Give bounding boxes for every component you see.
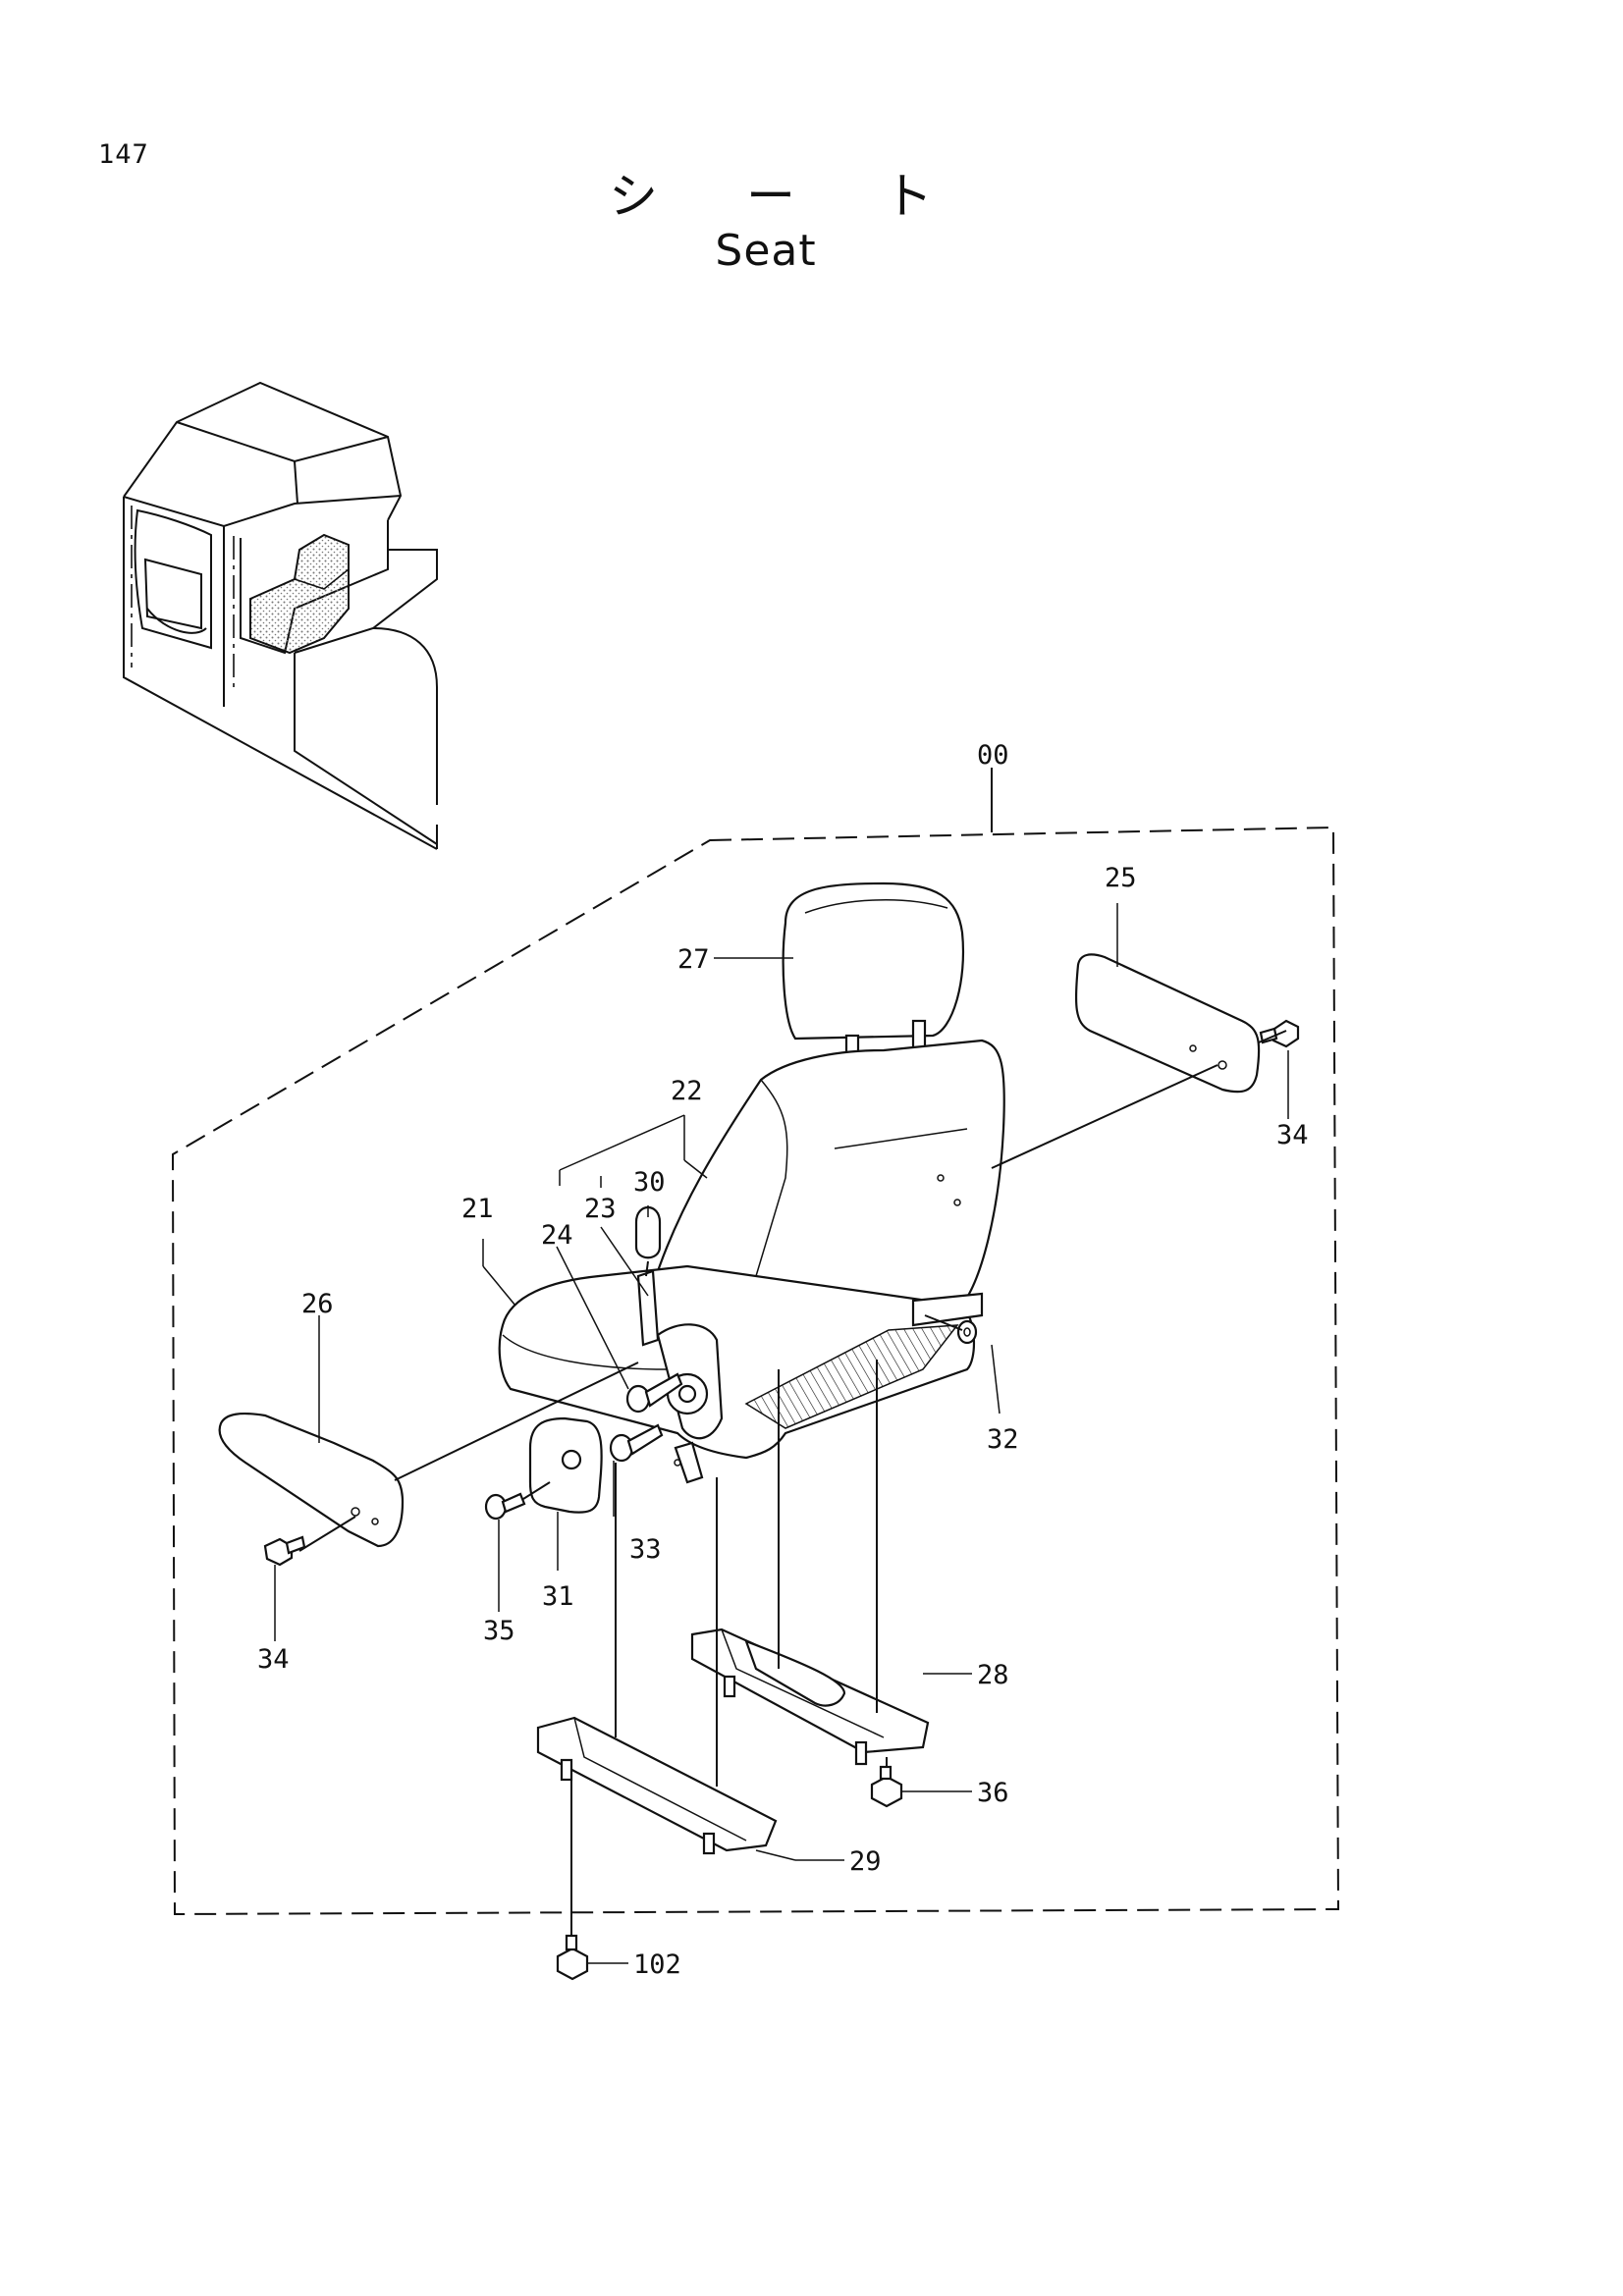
alignment-lines bbox=[298, 1030, 1287, 1936]
label-34-left: 34 bbox=[257, 1644, 290, 1675]
title-japanese: シ ー ト bbox=[550, 157, 982, 226]
recline-mechanism bbox=[634, 1205, 724, 1484]
washer-32 bbox=[956, 1319, 978, 1345]
label-102: 102 bbox=[633, 1949, 681, 1980]
label-22: 22 bbox=[671, 1076, 703, 1106]
seat-cushion bbox=[498, 1264, 984, 1460]
label-27: 27 bbox=[677, 944, 710, 975]
label-28: 28 bbox=[977, 1660, 1009, 1690]
cover-31 bbox=[528, 1416, 603, 1514]
title-jp-char-2: ー bbox=[746, 168, 795, 225]
label-25: 25 bbox=[1105, 863, 1137, 893]
label-36: 36 bbox=[977, 1778, 1009, 1808]
seat-back bbox=[646, 1039, 1005, 1312]
bolt-34-right bbox=[1259, 1019, 1300, 1048]
part-number-labels: 00 27 25 34 22 30 23 24 21 26 32 33 31 3… bbox=[257, 740, 1309, 1980]
nut-102 bbox=[556, 1934, 589, 1981]
bolt-33 bbox=[609, 1423, 664, 1463]
label-32: 32 bbox=[987, 1424, 1019, 1455]
label-23: 23 bbox=[584, 1194, 617, 1224]
title-english: Seat bbox=[715, 226, 817, 276]
bolt-24 bbox=[625, 1372, 683, 1414]
bolt-34-left bbox=[263, 1535, 306, 1567]
label-30: 30 bbox=[633, 1167, 666, 1198]
rail-right bbox=[690, 1628, 930, 1766]
title-jp-char-3: ト bbox=[884, 168, 933, 225]
label-35: 35 bbox=[483, 1616, 515, 1646]
armrest-right bbox=[1074, 953, 1261, 1094]
label-29: 29 bbox=[849, 1846, 882, 1877]
cab-seat-icon bbox=[249, 533, 350, 655]
label-31: 31 bbox=[542, 1581, 574, 1612]
label-34-right: 34 bbox=[1276, 1120, 1309, 1150]
leader-lines bbox=[274, 903, 1289, 1964]
label-21: 21 bbox=[461, 1194, 494, 1224]
page-number: 147 bbox=[98, 139, 149, 170]
screw-35 bbox=[484, 1492, 526, 1521]
lever-knob bbox=[634, 1205, 662, 1259]
label-26: 26 bbox=[301, 1289, 334, 1319]
rail-left bbox=[536, 1716, 778, 1855]
label-00: 00 bbox=[977, 740, 1009, 771]
armrest-left bbox=[218, 1413, 405, 1548]
assembly-boundary bbox=[171, 826, 1340, 1916]
label-24: 24 bbox=[541, 1220, 573, 1251]
cab-location-inset bbox=[123, 381, 438, 850]
nut-36 bbox=[870, 1765, 903, 1808]
title-jp-char-1: シ bbox=[609, 168, 658, 225]
label-33: 33 bbox=[629, 1534, 662, 1565]
